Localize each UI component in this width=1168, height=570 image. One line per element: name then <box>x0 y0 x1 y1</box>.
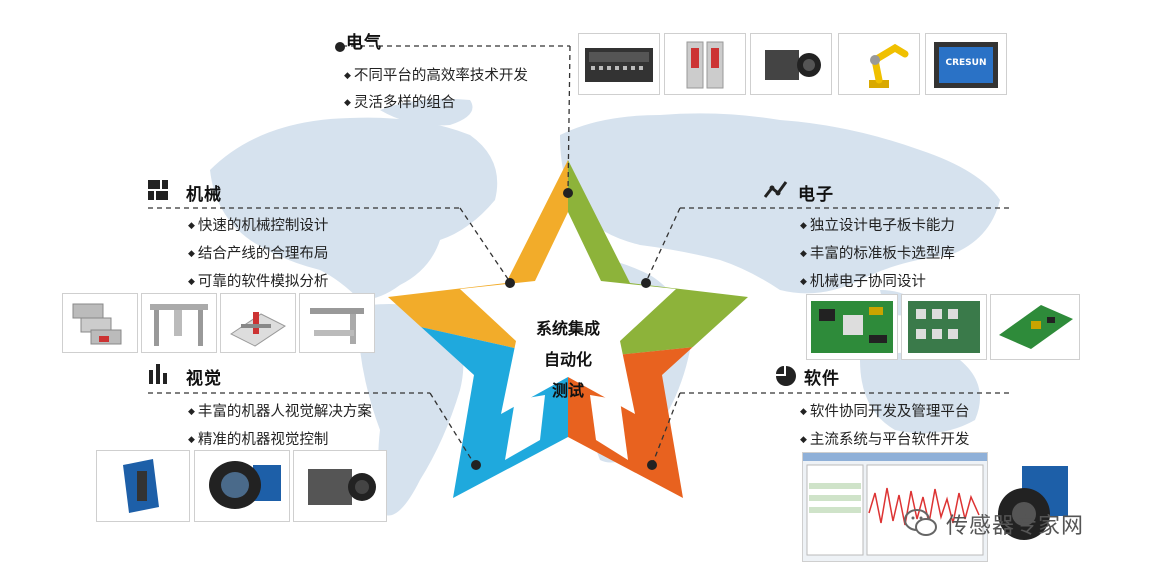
vision-title: 视觉 <box>186 369 222 389</box>
vision-sensor-image <box>992 452 1080 562</box>
compact-camera-image <box>293 450 387 522</box>
electrical-bullet-1: 不同平台的高效率技术开发 <box>344 64 528 85</box>
dot-marker-icon <box>335 42 345 52</box>
industrial-controller-image <box>664 33 746 95</box>
electronics-bullet-3: 机械电子协同设计 <box>800 270 926 291</box>
vision-bullet-2: 精准的机器视觉控制 <box>188 428 329 449</box>
line-scan-camera-image <box>96 450 190 522</box>
robot-arm-image <box>838 33 920 95</box>
linear-actuators-image <box>62 293 138 353</box>
electronics-bullet-1: 独立设计电子板卡能力 <box>800 214 955 235</box>
circuit-board-image-3 <box>990 294 1080 360</box>
bar-chart-icon <box>149 364 167 384</box>
software-screenshot-image <box>802 452 988 562</box>
center-label-line1: 系统集成 <box>535 319 600 338</box>
watermark-text: 传感器专家网 <box>946 514 1085 539</box>
industrial-camera-image <box>750 33 832 95</box>
software-title: 软件 <box>804 369 840 389</box>
center-label-line2: 自动化 <box>543 350 592 369</box>
wechat-icon <box>904 509 937 536</box>
gantry-system-image <box>141 293 217 353</box>
circuit-board-image-2 <box>901 294 987 360</box>
center-label-line3: 测试 <box>551 381 584 400</box>
gantry-robot-image <box>299 293 375 353</box>
mechanical-title: 机械 <box>186 185 222 205</box>
electrical-title: 电气 <box>346 33 382 53</box>
mechanical-bullet-3: 可靠的软件模拟分析 <box>188 270 329 291</box>
touch-monitor-image: CRESUN <box>925 33 1007 95</box>
vision-bullet-1: 丰富的机器人视觉解决方案 <box>188 400 372 421</box>
connector-dots <box>471 188 657 470</box>
trend-line-icon <box>764 181 788 198</box>
pie-chart-icon <box>776 366 796 386</box>
electronics-title: 电子 <box>798 185 834 205</box>
mechanical-bullet-1: 快速的机械控制设计 <box>188 214 329 235</box>
mechanical-bullet-2: 结合产线的合理布局 <box>188 242 329 263</box>
connector-lines <box>148 45 1010 466</box>
star-center <box>460 212 676 414</box>
electrical-bullet-2: 灵活多样的组合 <box>344 91 456 112</box>
circuit-board-image-1 <box>806 294 898 360</box>
grid-blocks-icon <box>148 180 168 200</box>
software-bullet-1: 软件协同开发及管理平台 <box>800 400 970 421</box>
xyz-stage-image <box>220 293 296 353</box>
monitor-brand-text: CRESUN <box>945 58 987 68</box>
electronics-bullet-2: 丰富的标准板卡选型库 <box>800 242 955 263</box>
plc-module-image <box>578 33 660 95</box>
software-bullet-2: 主流系统与平台软件开发 <box>800 428 970 449</box>
camera-with-lens-image <box>194 450 290 522</box>
